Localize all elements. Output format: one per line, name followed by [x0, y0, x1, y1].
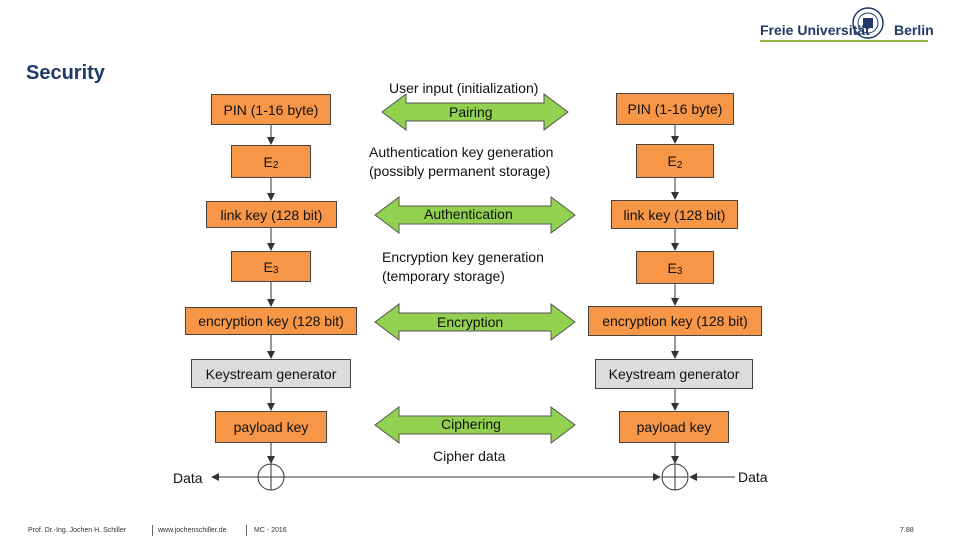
right-e2-label: E — [667, 153, 677, 169]
left-pin-label: PIN (1-16 byte) — [223, 101, 319, 118]
right-payload-box: payload key — [619, 411, 729, 443]
enc-keygen-label-line2: (temporary storage) — [382, 268, 505, 284]
left-e2-label: E — [263, 153, 273, 170]
right-link-key-box: link key (128 bit) — [611, 200, 738, 229]
left-e2-subscript: 2 — [272, 160, 279, 171]
right-e2-subscript: 2 — [676, 159, 683, 171]
right-e3-label: E — [667, 259, 677, 276]
xor-right-icon — [661, 463, 689, 491]
logo-text-right: Berlin — [894, 22, 934, 38]
left-link-key-label: link key (128 bit) — [220, 206, 323, 223]
pairing-label: Pairing — [449, 104, 493, 120]
footer-website: www.jochenschiller.de — [158, 527, 227, 534]
ciphering-double-arrow — [374, 406, 576, 444]
logo-underline — [760, 40, 928, 42]
footer-author: Prof. Dr.-Ing. Jochen H. Schiller — [28, 527, 127, 534]
left-encryption-key-box: encryption key (128 bit) — [185, 307, 357, 335]
pairing-double-arrow — [381, 93, 569, 131]
footer-page-number: 7.88 — [900, 527, 914, 534]
auth-keygen-label-line1: Authentication key generation — [369, 144, 554, 160]
footer-divider-2 — [246, 525, 247, 536]
right-keystream-box: Keystream generator — [595, 359, 753, 389]
logo-text-left: Freie Universität — [760, 22, 870, 38]
right-keystream-label: Keystream generator — [608, 366, 740, 382]
right-encryption-key-box: encryption key (128 bit) — [588, 306, 762, 336]
authentication-double-arrow — [374, 196, 576, 234]
left-payload-box: payload key — [215, 411, 327, 443]
right-link-key-label: link key (128 bit) — [623, 206, 726, 223]
authentication-label: Authentication — [424, 206, 513, 222]
left-e3-subscript: 3 — [272, 265, 279, 276]
left-encryption-key-label: encryption key (128 bit) — [198, 313, 344, 329]
ciphering-label: Ciphering — [441, 416, 501, 432]
footer-course: MC - 2016 — [254, 527, 287, 534]
university-seal-icon — [852, 7, 884, 39]
left-link-key-box: link key (128 bit) — [206, 201, 337, 228]
right-pin-box: PIN (1-16 byte) — [616, 93, 734, 125]
right-data-label: Data — [738, 469, 768, 485]
left-data-label: Data — [173, 470, 203, 486]
footer-divider-1 — [152, 525, 153, 536]
right-encryption-key-label: encryption key (128 bit) — [602, 313, 748, 329]
left-payload-label: payload key — [233, 419, 309, 435]
right-pin-label: PIN (1-16 byte) — [627, 101, 723, 117]
right-payload-label: payload key — [636, 419, 712, 435]
slide-title: Security — [26, 62, 105, 84]
left-keystream-label: Keystream generator — [205, 365, 337, 382]
left-e3-label: E — [263, 258, 273, 275]
university-logo: Freie Universität Berlin — [760, 6, 934, 42]
right-e3-subscript: 3 — [676, 266, 683, 277]
xor-left-icon — [257, 463, 285, 491]
cipher-data-label: Cipher data — [433, 448, 506, 464]
user-input-label: User input (initialization) — [389, 80, 539, 96]
enc-keygen-label-line1: Encryption key generation — [382, 249, 544, 265]
left-pin-box: PIN (1-16 byte) — [211, 94, 331, 125]
encryption-label: Encryption — [437, 314, 504, 330]
left-keystream-box: Keystream generator — [191, 359, 351, 388]
encryption-double-arrow — [374, 303, 576, 341]
auth-keygen-label-line2: (possibly permanent storage) — [369, 163, 551, 179]
